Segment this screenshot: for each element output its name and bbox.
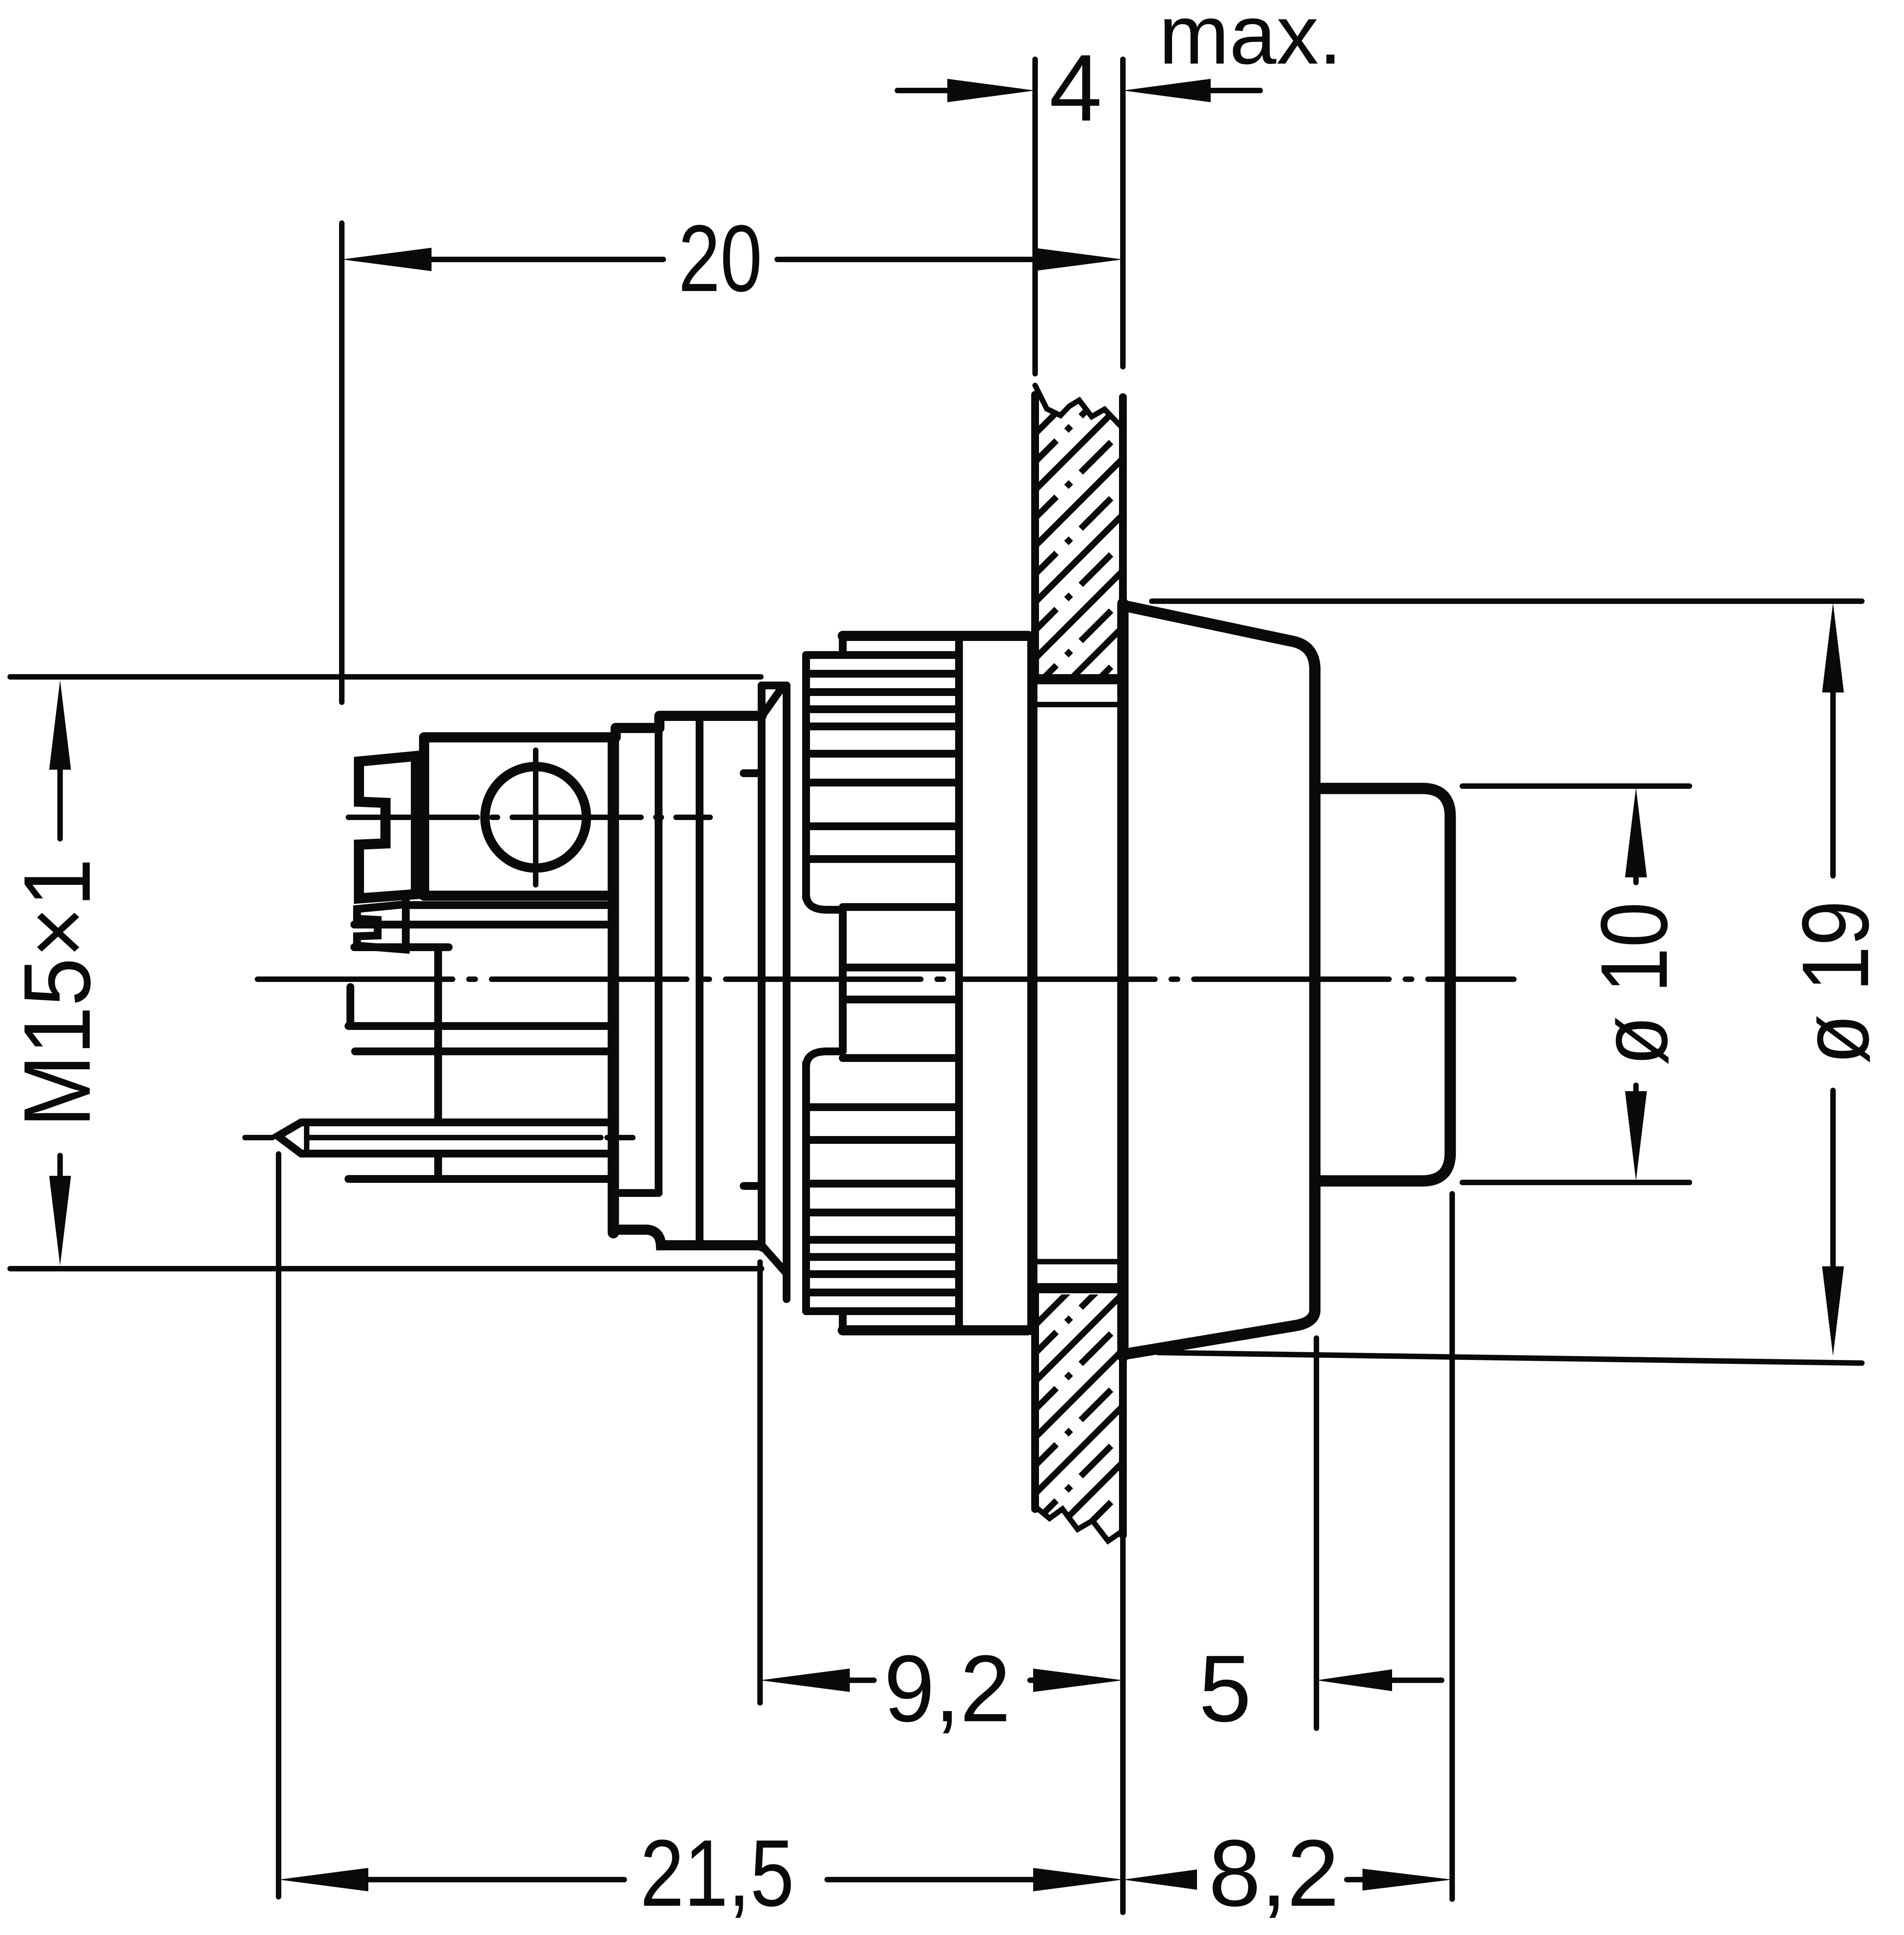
svg-text:20: 20 [678,206,762,311]
svg-text:max.: max. [1159,0,1342,82]
svg-text:9,2: 9,2 [884,1636,1011,1742]
svg-text:5: 5 [1199,1636,1251,1742]
svg-text:8,2: 8,2 [1209,1820,1339,1926]
svg-text:4: 4 [1049,35,1102,141]
svg-text:ø 19: ø 19 [1783,900,1888,1064]
svg-text:21,5: 21,5 [640,1820,794,1926]
svg-text:M15×1: M15×1 [4,858,110,1127]
svg-text:ø 10: ø 10 [1581,902,1687,1066]
